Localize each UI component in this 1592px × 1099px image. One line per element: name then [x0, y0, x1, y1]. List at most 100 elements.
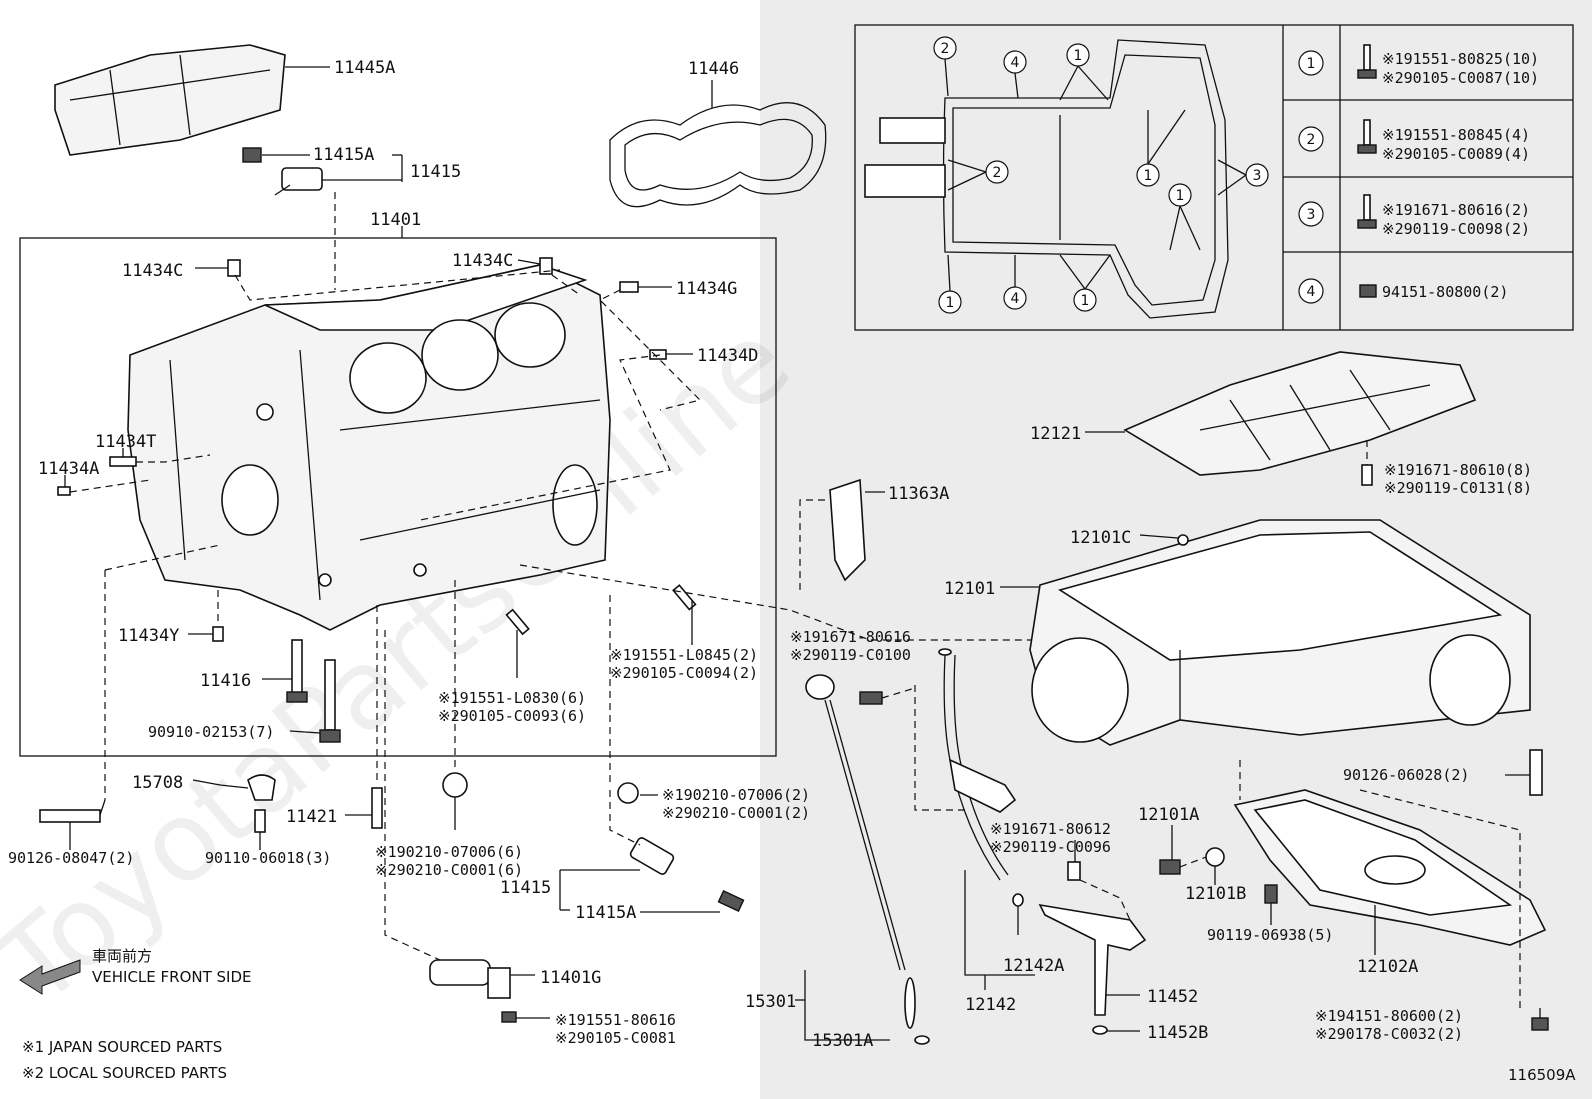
- dipstick-15301: [805, 674, 930, 1045]
- callout-90910-02153: 90910-02153(7): [148, 723, 274, 741]
- stud-90126-06028: [1529, 749, 1543, 796]
- callout-11434D: 11434D: [697, 346, 758, 366]
- callout-11434A: 11434A: [38, 459, 99, 479]
- legend-2b: ※290105-C0089(4): [1382, 145, 1530, 163]
- svg-text:1: 1: [946, 295, 955, 311]
- legend-2a: ※191551-80845(4): [1382, 126, 1530, 144]
- note-80612-local: ※290119-C0096: [990, 838, 1111, 856]
- bracket-11363A: [829, 478, 866, 582]
- callout-12102A: 12102A: [1357, 957, 1418, 977]
- callout-15301A: 15301A: [812, 1031, 873, 1051]
- note-80610-local: ※290119-C0131(8): [1384, 479, 1532, 497]
- dipstick-guide-12142: [938, 648, 1024, 907]
- callout-11416: 11416: [200, 671, 251, 691]
- front-label-en: VEHICLE FRONT SIDE: [92, 968, 252, 986]
- legend-3a: ※191671-80616(2): [1382, 201, 1530, 219]
- cylinder-block-drawing: [127, 264, 611, 631]
- knock-sensor-top: [242, 147, 323, 196]
- callout-11421: 11421: [286, 807, 337, 827]
- gasket-11446: [609, 102, 827, 208]
- callout-11434C-right: 11434C: [452, 251, 513, 271]
- callout-12101A: 12101A: [1138, 805, 1199, 825]
- callout-11415-bottom: 11415: [500, 878, 551, 898]
- callout-12101: 12101: [944, 579, 995, 599]
- note-71-80616-jp: ※191671-80616: [790, 628, 911, 646]
- callout-90119-06938: 90119-06938(5): [1207, 926, 1333, 944]
- svg-text:2: 2: [941, 41, 950, 57]
- footnote-japan: ※1 JAPAN SOURCED PARTS: [22, 1038, 222, 1056]
- knock-sensor-bottom: [629, 837, 745, 913]
- callout-11445A: 11445A: [334, 58, 395, 78]
- callout-90110-06018: 90110-06018(3): [205, 849, 331, 867]
- callout-11434Y: 11434Y: [118, 626, 179, 646]
- svg-text:1: 1: [1144, 168, 1153, 184]
- legend-3b: ※290119-C0098(2): [1382, 220, 1530, 238]
- callout-11363A: 11363A: [888, 484, 949, 504]
- footnote-local: ※2 LOCAL SOURCED PARTS: [22, 1064, 227, 1082]
- legend-table: 1 2 3 4 ※191551-80825(10) ※290105-C0087(…: [1298, 44, 1539, 304]
- svg-text:1: 1: [1081, 293, 1090, 309]
- callout-11434G: 11434G: [676, 279, 737, 299]
- callout-90126-06028: 90126-06028(2): [1343, 766, 1469, 784]
- bracket-15708: [219, 774, 276, 833]
- inset-callouts: 2 4 1 2 1 1 3 1 4 1: [933, 36, 1269, 314]
- diagram-id: 116509A: [1508, 1066, 1576, 1084]
- callout-12101B: 12101B: [1185, 884, 1246, 904]
- note-80612-jp: ※191671-80612: [990, 820, 1111, 838]
- note-labels: ※191551-L0845(2) ※290105-C0094(2) ※19155…: [375, 461, 1532, 1047]
- callout-11434C-left: 11434C: [122, 261, 183, 281]
- svg-text:2: 2: [993, 165, 1002, 181]
- pipe-11452: [1038, 861, 1147, 1035]
- note-80600-jp: ※194151-80600(2): [1315, 1007, 1463, 1025]
- callout-11415A-bottom: 11415A: [575, 903, 636, 923]
- callout-15301: 15301: [745, 992, 796, 1012]
- callout-12142A: 12142A: [1003, 956, 1064, 976]
- note-07006-2-local: ※290210-C0001(2): [662, 804, 810, 822]
- note-80610-jp: ※191671-80610(8): [1384, 461, 1532, 479]
- callout-11452B: 11452B: [1147, 1023, 1208, 1043]
- note-07006-6-jp: ※190210-07006(6): [375, 843, 523, 861]
- callout-12101C: 12101C: [1070, 528, 1131, 548]
- callout-12142: 12142: [965, 995, 1016, 1015]
- baffle-plate-12121: [1123, 351, 1477, 476]
- legend-1a: ※191551-80825(10): [1382, 50, 1539, 68]
- legend-num-2: 2: [1307, 132, 1316, 148]
- legend-num-3: 3: [1307, 207, 1316, 223]
- note-80600-local: ※290178-C0032(2): [1315, 1025, 1463, 1043]
- callout-12121: 12121: [1030, 424, 1081, 444]
- legend-num-4: 4: [1307, 284, 1316, 300]
- front-arrow-icon: [19, 959, 81, 995]
- note-L0830-jp: ※191551-L0830(6): [438, 689, 586, 707]
- callout-90126-08047: 90126-08047(2): [8, 849, 134, 867]
- legend-1b: ※290105-C0087(10): [1382, 69, 1539, 87]
- svg-text:3: 3: [1253, 168, 1262, 184]
- note-07006-2-jp: ※190210-07006(2): [662, 786, 810, 804]
- svg-text:4: 4: [1011, 291, 1020, 307]
- svg-text:1: 1: [1176, 188, 1185, 204]
- callout-11446: 11446: [688, 59, 739, 79]
- legend-4a: 94151-80800(2): [1382, 283, 1508, 301]
- bolts-L0830-L0845: [442, 584, 697, 804]
- oil-pan-12102A: [1233, 789, 1547, 946]
- callout-11415A-top: 11415A: [313, 145, 374, 165]
- note-71-80616-local: ※290119-C0100: [790, 646, 911, 664]
- inset-pan-outline: [864, 39, 1229, 319]
- svg-text:4: 4: [1011, 55, 1020, 71]
- note-80616-jp: ※191551-80616: [555, 1011, 676, 1029]
- oil-pan-12101: [1029, 519, 1531, 746]
- note-L0845-local: ※290105-C0094(2): [610, 664, 758, 682]
- crank-sensor-11401G: [429, 959, 517, 1023]
- note-L0830-local: ※290105-C0093(6): [438, 707, 586, 725]
- bolts-11416: [286, 639, 341, 743]
- nut-94151-80600: [1531, 1017, 1549, 1031]
- callout-11452: 11452: [1147, 987, 1198, 1007]
- pin-11421: [371, 787, 383, 829]
- callout-11401: 11401: [370, 210, 421, 230]
- inset-leaders: [944, 58, 1247, 292]
- callout-11401G: 11401G: [540, 968, 601, 988]
- svg-text:1: 1: [1074, 48, 1083, 64]
- note-07006-6-local: ※290210-C0001(6): [375, 861, 523, 879]
- baffle-plate-11445A: [54, 44, 286, 156]
- callout-15708: 15708: [132, 773, 183, 793]
